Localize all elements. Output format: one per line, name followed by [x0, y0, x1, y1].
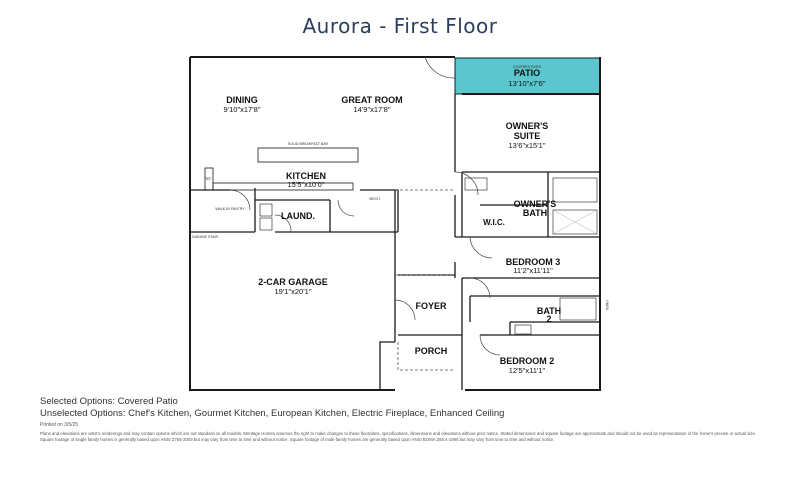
- bedroom2-dim: 12'5"x11'1": [509, 366, 546, 375]
- exterior-walls: [189, 56, 601, 391]
- garage-stair-label: GARAGE STAIR: [192, 235, 218, 239]
- dashed-guides: [395, 189, 455, 371]
- dining-name: DINING: [226, 95, 258, 105]
- kitchen-counter: [204, 167, 214, 191]
- great-room-name: GREAT ROOM: [341, 95, 402, 105]
- plan-notes: Selected Options: Covered Patio Unselect…: [40, 396, 770, 443]
- bath2-vanity: [514, 324, 532, 335]
- patio-name: PATIO: [514, 68, 540, 78]
- kitchen-counter-back: [212, 182, 354, 191]
- dryer: [259, 217, 273, 231]
- washer: [259, 203, 273, 217]
- kitchen-dim: 15'5"x10'0": [288, 180, 325, 189]
- selected-options: Selected Options: Covered Patio: [40, 396, 178, 407]
- bath2-name: BATH: [537, 306, 561, 316]
- porch-name: PORCH: [415, 346, 448, 356]
- walkin-pantry-label: WALK-IN PANTRY: [215, 207, 245, 211]
- breakfast-bar-label: SOLID BREAKFAST BAR: [288, 142, 329, 146]
- owners-suite-line1: OWNER'S: [506, 121, 549, 131]
- bedroom2-name: BEDROOM 2: [500, 356, 555, 366]
- shower-cross: [552, 209, 598, 235]
- ref-label: REF: [205, 177, 212, 181]
- great-room-dim: 14'9"x17'8": [354, 105, 391, 114]
- bath2-tub: [559, 297, 597, 321]
- laundry-name: LAUND.: [281, 211, 315, 221]
- unselected-options: Unselected Options: Chef's Kitchen, Gour…: [40, 408, 505, 419]
- bath2-number: 2: [546, 314, 551, 324]
- patio-tag: COVERED PATIO: [513, 65, 542, 69]
- plan-title: Aurora - First Floor: [302, 14, 498, 38]
- foyer-name: FOYER: [415, 301, 447, 311]
- owners-shower: [552, 209, 598, 235]
- patio-dim: 13'10"x7'6": [509, 79, 546, 88]
- mech-label: MECH.: [369, 197, 380, 201]
- garage-name: 2-CAR GARAGE: [258, 277, 328, 287]
- linen-label: LINEN: [605, 300, 609, 311]
- owners-suite-line2: SUITE: [514, 131, 541, 141]
- owners-vanity: [552, 177, 598, 203]
- printed-date: Printed on 3/5/25: [40, 422, 79, 428]
- patio-area: [454, 57, 601, 95]
- dining-dim: 9'10"x17'8": [224, 105, 261, 114]
- bedroom3-dim: 11'2"x11'11": [513, 266, 553, 275]
- disclaimer-text: Plans and elevations are artist's render…: [40, 431, 757, 442]
- owners-tub: [464, 177, 488, 191]
- owners-bath-line2: BATH: [523, 208, 547, 218]
- owners-bath-line1: OWNER'S: [514, 199, 557, 209]
- owners-suite-dim: 13'6"x15'1": [509, 141, 546, 150]
- kitchen-island: [257, 147, 359, 163]
- kitchen-name: KITCHEN: [286, 171, 326, 181]
- bedroom3-name: BEDROOM 3: [506, 257, 561, 267]
- garage-dim: 19'1"x20'1": [275, 287, 312, 296]
- wic-name: W.I.C.: [483, 218, 505, 227]
